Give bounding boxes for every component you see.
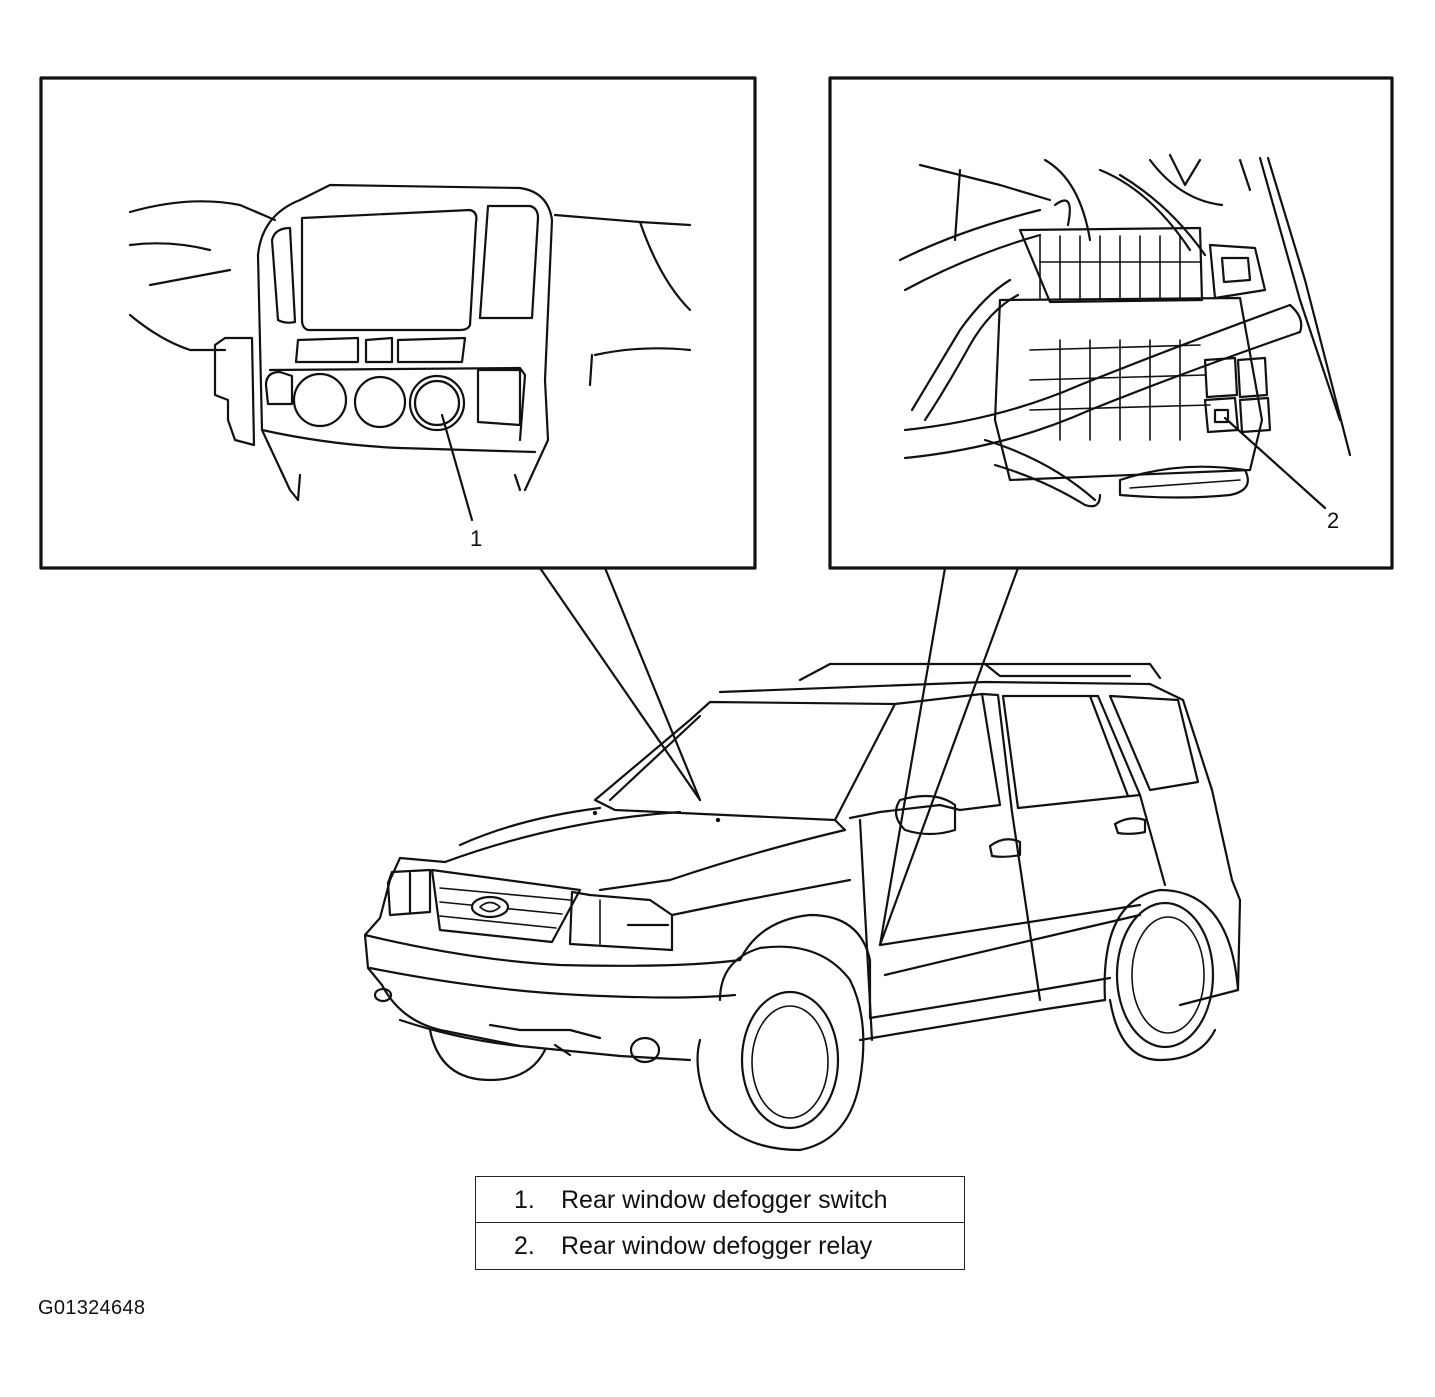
legend-number: 2.	[514, 1232, 535, 1260]
callout-label-relay: 2	[1327, 508, 1339, 533]
callout-pointers	[538, 566, 1020, 947]
inset-dashboard: 1	[39, 76, 757, 570]
legend-text: Rear window defogger relay	[561, 1232, 873, 1260]
legend-row: 1. Rear window defogger switch	[476, 1177, 964, 1223]
legend-text: Rear window defogger switch	[561, 1186, 888, 1214]
legend-number: 1.	[514, 1186, 535, 1214]
figure-id: G01324648	[38, 1297, 146, 1319]
legend-table: 1. Rear window defogger switch 2. Rear w…	[475, 1176, 965, 1270]
callout-label-switch: 1	[470, 526, 482, 551]
legend-row: 2. Rear window defogger relay	[476, 1223, 964, 1269]
vehicle-illustration	[363, 662, 1242, 1152]
inset-relay-box: 2	[828, 76, 1394, 570]
